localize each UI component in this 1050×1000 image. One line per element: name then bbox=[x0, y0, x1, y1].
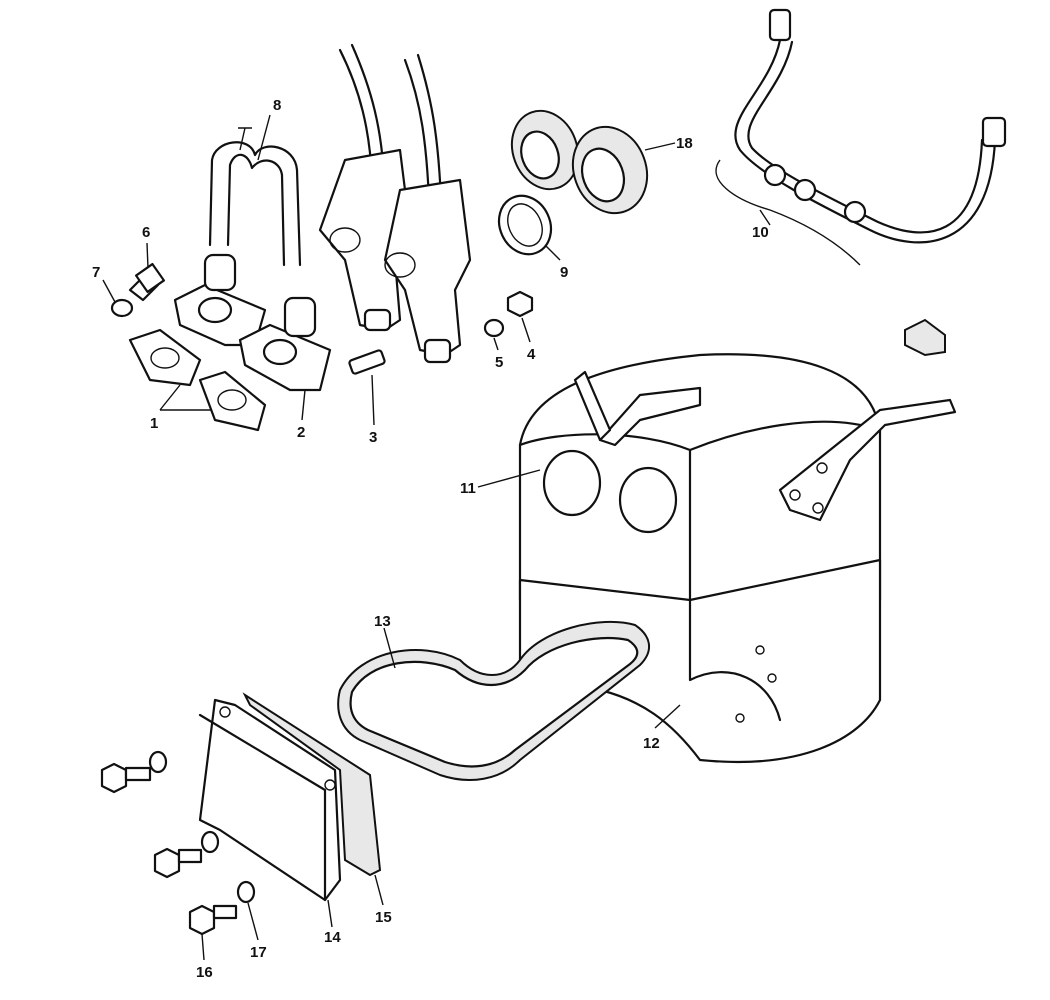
callout-4: 4 bbox=[527, 346, 536, 363]
callout-14: 14 bbox=[324, 929, 341, 946]
pipe-clip bbox=[904, 318, 946, 357]
part-4-5-nut-washer bbox=[483, 290, 534, 351]
callout-17: 17 bbox=[250, 944, 267, 961]
callout-9: 9 bbox=[560, 264, 568, 281]
callout-16: 16 bbox=[196, 964, 213, 981]
callout-6: 6 bbox=[142, 224, 150, 241]
part-13-filter-element bbox=[337, 621, 650, 781]
callout-1: 1 bbox=[150, 415, 158, 432]
callout-3: 3 bbox=[369, 429, 377, 446]
callout-13: 13 bbox=[374, 613, 391, 630]
part-14-cover-plate bbox=[198, 698, 342, 928]
callout-11: 11 bbox=[460, 480, 476, 497]
callout-12: 12 bbox=[643, 735, 660, 752]
callout-10: 10 bbox=[752, 224, 769, 241]
carburettors bbox=[318, 148, 472, 364]
callout-15: 15 bbox=[375, 909, 392, 926]
part-2-inlet-manifolds bbox=[173, 253, 332, 421]
callout-18: 18 bbox=[676, 135, 693, 152]
callout-8: 8 bbox=[273, 97, 281, 114]
part-11-air-box bbox=[477, 353, 957, 623]
part-15-gasket bbox=[242, 692, 384, 906]
part-1-gaskets bbox=[128, 328, 267, 432]
part-16-17-bolts-washers bbox=[100, 750, 259, 961]
part-12-air-box-base bbox=[518, 558, 882, 764]
part-6-7-stud-washer bbox=[102, 242, 166, 318]
part-9-clamp-ring bbox=[497, 194, 561, 261]
callout-5: 5 bbox=[495, 354, 503, 371]
part-8-vent-hose bbox=[208, 114, 302, 267]
part-3-stud bbox=[348, 349, 386, 426]
callout-2: 2 bbox=[297, 424, 305, 441]
callout-7: 7 bbox=[92, 264, 100, 281]
callout-labels: 1 2 3 4 5 6 7 8 9 10 11 12 13 14 15 16 1… bbox=[92, 97, 769, 981]
part-10-fuel-pipe bbox=[715, 8, 1007, 266]
part-18-rubber-couplings bbox=[510, 109, 676, 215]
